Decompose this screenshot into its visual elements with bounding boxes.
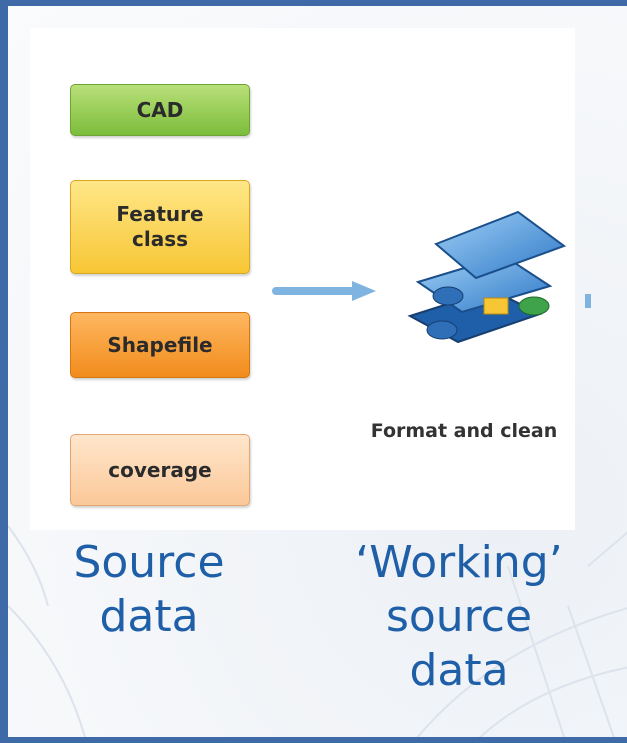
source-box-feature-class: Feature class [70,180,250,274]
source-box-label: coverage [108,457,212,482]
flow-arrow-icon [272,281,376,301]
source-box-label: Shapefile [107,332,213,357]
source-data-label: Source data [73,537,225,642]
working-source-data-label: ‘Working’ source data [355,537,563,696]
source-box-shapefile: Shapefile [70,312,250,378]
source-box-coverage: coverage [70,434,250,506]
source-box-label: CAD [136,97,184,122]
diagram-panel: CAD Feature class Shapefile coverage [30,28,591,530]
source-box-cad: CAD [70,84,250,136]
background-map-texture [8,525,627,737]
process-caption: Format and clean [370,420,558,442]
cropped-arrow-icon [585,294,591,308]
geodatabase-layers-icon [407,210,567,344]
source-box-label: Feature class [116,202,204,251]
